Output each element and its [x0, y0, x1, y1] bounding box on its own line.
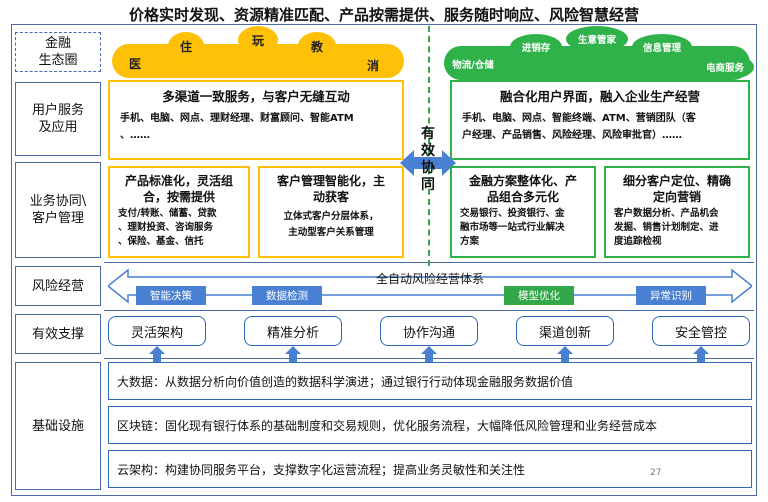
- row-separator: [104, 310, 754, 311]
- risk-tag: 数据检测: [252, 286, 322, 305]
- infra-blockchain: 区块链：固化现有银行体系的基础制度和交易规则，优化服务流程，大幅降低风险管理和业…: [108, 406, 752, 444]
- infra-text: 大数据：从数据分析向价值创造的数据科学演进；通过银行行动体现金融服务数据价值: [117, 374, 574, 389]
- support-item: 精准分析: [244, 316, 342, 346]
- risk-tag-text: 异常识别: [650, 290, 692, 302]
- ecosystem-bubble: 信息管理: [632, 34, 692, 60]
- infra-cloud: 云架构：构建协同服务平台，支撑数字化运营流程；提高业务灵敏性和关注性: [108, 450, 752, 488]
- ecosystem-bubble-text: 进销存: [521, 43, 551, 54]
- row-label-risk: 风险经营: [15, 266, 101, 306]
- risk-tag: 模型优化: [504, 286, 574, 305]
- biz-box-body: 客户数据分析、产品机会 发掘、销售计划制定、进 度追踪检视: [614, 208, 719, 247]
- ecosystem-bubble-text: 电商服务: [705, 63, 744, 74]
- risk-system-label: 全自动风险经营体系: [375, 272, 484, 286]
- user-service-left-body: 手机、电脑、网点、理财经理、财富顾问、智能ATM 、……: [120, 113, 354, 141]
- infra-text: 云架构：构建协同服务平台，支撑数字化运营流程；提高业务灵敏性和关注性: [117, 462, 526, 477]
- ecosystem-bubble-text: 生意管家: [577, 35, 616, 46]
- support-item-text: 渠道创新: [538, 325, 591, 341]
- row-label-support: 有效支撑: [15, 314, 101, 354]
- support-item-text: 精准分析: [266, 325, 319, 341]
- biz-box-body: 立体式客户分层体系， 主动型客户关系管理: [283, 211, 379, 238]
- ecosystem-bubble: 教: [298, 32, 336, 60]
- row-label-infrastructure-text: 基础设施: [31, 418, 84, 434]
- ecosystem-bubble: 玩: [238, 26, 278, 54]
- risk-tag: 智能决策: [136, 286, 206, 305]
- center-divider: [428, 26, 430, 266]
- row-label-user-service: 用户服务 及应用: [15, 82, 101, 156]
- ecosystem-bubble-text: 医: [128, 56, 141, 71]
- collaboration-text: 有 效 协 同: [421, 126, 435, 193]
- infra-bigdata: 大数据：从数据分析向价值创造的数据科学演进；通过银行行动体现金融服务数据价值: [108, 362, 752, 400]
- biz-box-heading: 客户管理智能化，主 动获客: [276, 174, 385, 204]
- ecosystem-bubble-text: 消: [366, 58, 379, 73]
- ecosystem-bubble-text: 玩: [251, 33, 264, 48]
- row-label-infrastructure: 基础设施: [15, 362, 101, 490]
- double-arrow-icon: [400, 150, 456, 176]
- up-arrows-icon: [149, 346, 709, 362]
- biz-box-body: 支付/转账、储蓄、贷款 、理财投资、咨询服务 、保险、基金、信托: [118, 208, 217, 247]
- risk-tag-text: 数据检测: [266, 290, 308, 302]
- ecosystem-bubble: 消: [356, 52, 390, 78]
- row-label-risk-text: 风险经营: [31, 278, 84, 294]
- page-title: 价格实时发现、资源精准匹配、产品按需提供、服务随时响应、风险智慧经营: [128, 6, 639, 24]
- ecosystem-bubble: 生意管家: [566, 26, 628, 52]
- risk-tag: 异常识别: [636, 286, 706, 305]
- ecosystem-bubble-text: 住: [179, 39, 192, 54]
- ecosystem-bubble: 住: [168, 32, 204, 60]
- row-label-support-text: 有效支撑: [31, 326, 84, 342]
- ecosystem-bubble-text: 教: [310, 39, 323, 54]
- risk-tag-text: 智能决策: [150, 290, 192, 302]
- risk-tag-text: 模型优化: [518, 290, 560, 302]
- page-number: 27: [650, 468, 662, 478]
- biz-box-customer: 客户管理智能化，主 动获客 立体式客户分层体系， 主动型客户关系管理: [258, 166, 404, 258]
- support-item: 灵活架构: [108, 316, 206, 346]
- user-service-right-body: 手机、电脑、网点、智能终端、ATM、营销团队（客 户经理、产品销售、风险经理、风…: [462, 113, 696, 141]
- row-label-ecosystem-text: 金融 生态圈: [38, 36, 78, 68]
- ecosystem-bubble: 电商服务: [696, 54, 754, 80]
- biz-box-heading: 细分客户定位、精确 定向营销: [622, 174, 731, 204]
- ecosystem-bubble: 物流/仓储: [444, 50, 502, 78]
- user-service-left-box: 多渠道一致服务，与客户无缝互动 手机、电脑、网点、理财经理、财富顾问、智能ATM…: [108, 80, 404, 160]
- ecosystem-bubble-text: 物流/仓储: [452, 60, 494, 71]
- support-item-text: 灵活架构: [130, 325, 183, 341]
- support-item-text: 协作沟通: [402, 325, 455, 341]
- row-label-ecosystem: 金融 生态圈: [15, 32, 101, 72]
- biz-box-marketing: 细分客户定位、精确 定向营销 客户数据分析、产品机会 发掘、销售计划制定、进 度…: [604, 166, 750, 258]
- biz-box-body: 交易银行、投资银行、金 融市场等一站式行业解决 方案: [460, 208, 565, 247]
- infra-text: 区块链：固化现有银行体系的基础制度和交易规则，优化服务流程，大幅降低风险管理和业…: [117, 418, 658, 433]
- support-item: 渠道创新: [516, 316, 614, 346]
- ecosystem-bubble-text: 信息管理: [642, 43, 681, 54]
- ecosystem-bubble: 进销存: [510, 34, 562, 60]
- biz-box-heading: 金融方案整体化、产 品组合多元化: [468, 174, 577, 204]
- row-label-user-service-text: 用户服务 及应用: [31, 103, 84, 135]
- diagram-frame: [11, 24, 757, 496]
- user-service-right-box: 融合化用户界面，融入企业生产经营 手机、电脑、网点、智能终端、ATM、营销团队（…: [450, 80, 750, 160]
- biz-box-solution: 金融方案整体化、产 品组合多元化 交易银行、投资银行、金 融市场等一站式行业解决…: [450, 166, 596, 258]
- row-label-business: 业务协同\ 客户管理: [15, 162, 101, 258]
- ecosystem-bubble: 医: [122, 50, 148, 76]
- biz-box-product: 产品标准化，灵活组 合，按需提供 支付/转账、储蓄、贷款 、理财投资、咨询服务 …: [108, 166, 250, 258]
- biz-box-heading: 产品标准化，灵活组 合，按需提供: [124, 174, 233, 204]
- user-service-right-heading: 融合化用户界面，融入企业生产经营: [499, 89, 700, 104]
- support-item: 安全管控: [652, 316, 750, 346]
- support-item: 协作沟通: [380, 316, 478, 346]
- row-label-business-text: 业务协同\ 客户管理: [29, 194, 87, 226]
- support-item-text: 安全管控: [674, 325, 727, 341]
- user-service-left-heading: 多渠道一致服务，与客户无缝互动: [162, 89, 350, 104]
